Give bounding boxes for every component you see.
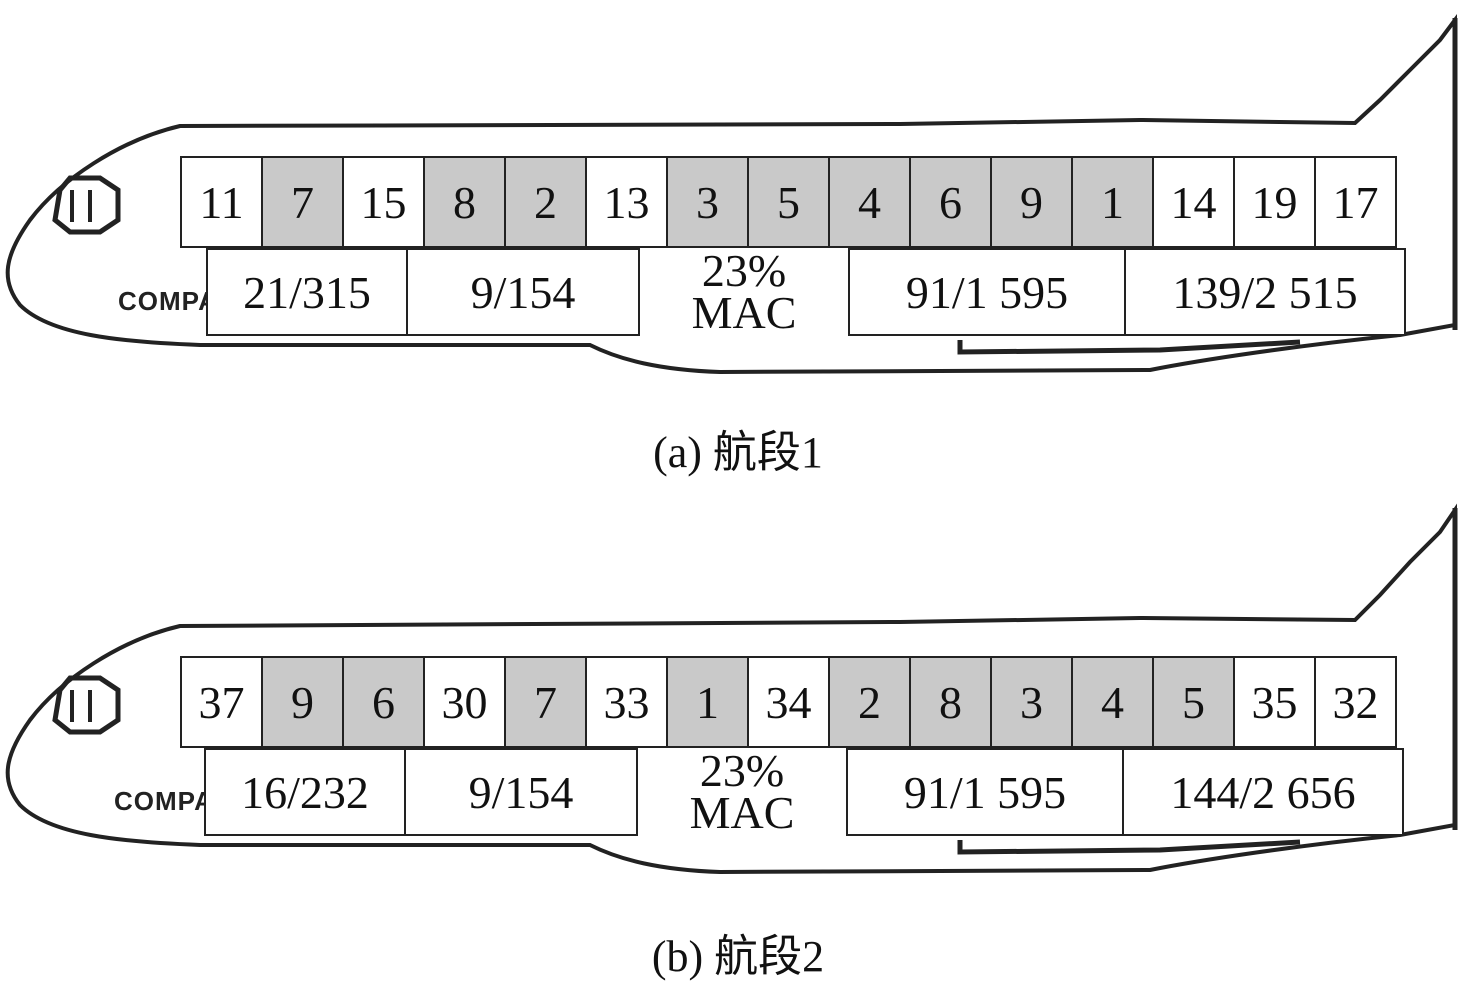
position-cell: 2	[830, 658, 911, 746]
position-cell: 5	[749, 158, 830, 246]
position-cell: 2	[506, 158, 587, 246]
hold-box-4: 144/2 656	[1122, 748, 1404, 836]
position-cell: 4	[830, 158, 911, 246]
mac-label: 23% MAC	[636, 748, 848, 836]
mac-value: 23%	[701, 245, 787, 296]
mac-value: 23%	[699, 745, 785, 796]
position-cell: 37	[182, 658, 263, 746]
position-cell: 13	[587, 158, 668, 246]
position-cell: 3	[992, 658, 1073, 746]
caption-b: (b) 航段2	[651, 932, 825, 981]
hold-row: 21/315 9/154 23% MAC 91/1 595 139/2 515	[206, 248, 1406, 336]
position-cell: 33	[587, 658, 668, 746]
position-cell: 4	[1073, 658, 1154, 746]
hold-box-1: 21/315	[206, 248, 408, 336]
position-cell: 19	[1235, 158, 1316, 246]
mac-text: MAC	[689, 787, 795, 838]
position-cell: 8	[425, 158, 506, 246]
hold-box-3: 91/1 595	[848, 248, 1126, 336]
position-cell: 32	[1316, 658, 1397, 746]
mac-text: MAC	[691, 287, 797, 338]
hold-box-2: 9/154	[406, 248, 640, 336]
hold-box-3: 91/1 595	[846, 748, 1124, 836]
position-cell: 15	[344, 158, 425, 246]
hold-row: 16/232 9/154 23% MAC 91/1 595 144/2 656	[204, 748, 1404, 836]
position-cell: 3	[668, 158, 749, 246]
company-logo-text: COMPA	[118, 286, 218, 316]
position-cell: 17	[1316, 158, 1397, 246]
position-cell: 1	[1073, 158, 1154, 246]
position-cell: 9	[992, 158, 1073, 246]
company-logo-text: COMPA	[114, 786, 214, 816]
position-cell: 6	[911, 158, 992, 246]
hold-box-4: 139/2 515	[1124, 248, 1406, 336]
position-cell: 7	[263, 158, 344, 246]
position-cell: 30	[425, 658, 506, 746]
position-cell: 34	[749, 658, 830, 746]
hold-box-1: 16/232	[204, 748, 406, 836]
position-cell: 5	[1154, 658, 1235, 746]
position-cell: 14	[1154, 158, 1235, 246]
position-cell: 6	[344, 658, 425, 746]
position-cell: 7	[506, 658, 587, 746]
position-cell: 1	[668, 658, 749, 746]
position-cell: 11	[182, 158, 263, 246]
hold-box-2: 9/154	[404, 748, 638, 836]
position-cell: 35	[1235, 658, 1316, 746]
position-cell: 9	[263, 658, 344, 746]
mac-label: 23% MAC	[638, 248, 850, 336]
position-cell: 8	[911, 658, 992, 746]
caption-a: (a) 航段1	[653, 428, 823, 477]
